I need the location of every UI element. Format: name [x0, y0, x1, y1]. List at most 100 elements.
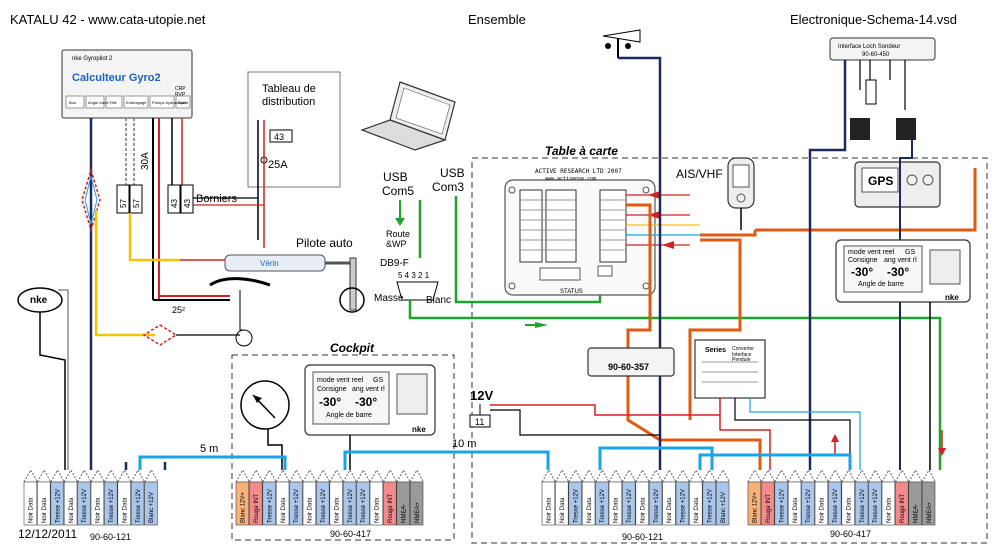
- terminal-lead: [36, 468, 52, 483]
- calculator-crp: CRP: [175, 86, 186, 92]
- interface-line2: 90-60-450: [862, 52, 890, 58]
- terminal-label: Noir Data: [667, 497, 673, 523]
- svg-text:nke: nke: [412, 425, 426, 434]
- terminal-block: [37, 481, 51, 526]
- terminal-lead: [130, 468, 146, 483]
- terminal-block: [675, 481, 690, 526]
- svg-text:Angle barre: Angle barre: [88, 100, 109, 105]
- calculator-harness: [89, 118, 183, 470]
- terminal-label: NMEA-: [913, 504, 919, 523]
- svg-text:GS: GS: [905, 249, 915, 256]
- terminal-label: Rouge INT: [254, 494, 260, 523]
- gps-label: GPS: [868, 174, 893, 188]
- terminal-block: [662, 481, 676, 526]
- borniers-label: Borniers: [196, 193, 237, 205]
- nmea-box-357: [587, 347, 675, 377]
- terminal-block: [774, 481, 788, 526]
- terminal-label: Tresse +12V: [321, 489, 327, 523]
- svg-text:nke: nke: [945, 293, 959, 302]
- terminal-block: [608, 481, 623, 526]
- terminal-block: [595, 481, 609, 526]
- terminal-label: Tresse +12V: [860, 489, 866, 523]
- terminal-lead: [760, 468, 776, 483]
- terminal-lead: [103, 468, 119, 483]
- converter-l3: Pendule: [732, 357, 751, 363]
- usb-left-1: USB: [383, 170, 408, 184]
- terminal-lead: [688, 468, 704, 483]
- terminal-block: [747, 481, 762, 526]
- borniers: 57 57 43 43: [116, 184, 194, 214]
- terminal-label: Tresse +12V: [573, 489, 579, 523]
- terminal-label: Noir Data: [69, 497, 75, 523]
- terminal-label: Noir Data: [96, 497, 102, 523]
- svg-text:Angle de barre: Angle de barre: [326, 412, 372, 419]
- header-left: KATALU 42 - www.cata-utopie.net: [10, 12, 206, 27]
- calculator-brand: nke Gyropilot 2: [72, 56, 113, 62]
- terminal-lead: [328, 468, 345, 483]
- terminal-block: [828, 481, 842, 526]
- terminal-label: Noir Data: [334, 497, 340, 523]
- terminal-label: Tresse +12V: [654, 489, 660, 523]
- header-right: Electronique-Schema-14.vsd: [790, 12, 957, 27]
- svg-text:-30°: -30°: [851, 265, 873, 279]
- terminal-block: [801, 481, 815, 526]
- terminal-label: Noir Data: [308, 497, 314, 523]
- rudder-quadrant: [339, 287, 365, 313]
- interface-box: [829, 37, 936, 61]
- converter-series: Series: [705, 347, 726, 354]
- converter-box: [694, 339, 766, 399]
- route-2: &WP: [386, 239, 407, 249]
- calculator-title: Calculteur Gyro2: [72, 72, 161, 84]
- terminal-lead: [661, 468, 677, 483]
- terminal-label: Rouge INT: [900, 494, 906, 523]
- terminal-lead: [369, 468, 385, 483]
- terminal-block: [541, 481, 556, 526]
- terminal-block: [715, 481, 730, 526]
- terminal-label: Tresse +12V: [681, 489, 687, 523]
- terminal-label: Blanc +12V: [149, 492, 155, 523]
- terminal-label: Blanc 12V+: [241, 492, 247, 523]
- cable-10m: 10 m: [452, 438, 476, 450]
- terminal-label: Tresse +12V: [627, 489, 633, 523]
- terminal-block: [329, 481, 343, 526]
- terminal-block: [356, 481, 370, 526]
- terminal-lead: [143, 468, 159, 483]
- terminal-block: [689, 481, 703, 526]
- terminal-label: Rouge INT: [766, 494, 772, 523]
- terminal-strips: Noir Data Noir Data Tresse +12V Noir Data Tr…: [23, 468, 937, 526]
- terminal-block: [104, 481, 118, 526]
- db9-blanc: Blanc: [426, 295, 451, 306]
- svg-text:Embrayage: Embrayage: [126, 100, 147, 105]
- pilot-section: 25²: [172, 305, 185, 315]
- terminal-label: Tresse +12V: [361, 489, 367, 523]
- bus-label-left: 90-60-121: [90, 532, 131, 542]
- calculator-ports: Bus Angle barre Têlé Embrayage Pompe hyd…: [65, 95, 191, 109]
- terminal-block: [302, 481, 317, 526]
- svg-text:Bus: Bus: [69, 100, 76, 105]
- terminal-label: Noir Data: [793, 497, 799, 523]
- terminal-block: [235, 481, 250, 526]
- terminal-block: [23, 481, 38, 526]
- terminal-label: Noir Data: [820, 497, 826, 523]
- ais-label: AIS/VHF: [676, 167, 723, 181]
- terminal-block: [383, 481, 397, 526]
- terminal-block: [316, 481, 330, 526]
- route-1: Route: [386, 229, 410, 239]
- svg-text:ang vent rl: ang vent rl: [884, 257, 917, 264]
- terminal-lead: [840, 468, 857, 483]
- mux-status: STATUS: [560, 289, 583, 295]
- terminal-lead: [648, 468, 664, 483]
- verin-label: Vérin: [260, 259, 279, 268]
- svg-text:mode vent reel: mode vent reel: [848, 249, 895, 256]
- terminal-lead: [554, 468, 570, 483]
- db9-label: DB9-F: [380, 258, 409, 269]
- terminal-label: Noir Data: [547, 497, 553, 523]
- terminal-lead: [787, 468, 803, 483]
- terminal-lead: [90, 468, 106, 483]
- terminal-block: [622, 481, 636, 526]
- terminal-block: [881, 481, 896, 526]
- cockpit-zone: [231, 354, 455, 541]
- svg-text:Pompe hydraulique: Pompe hydraulique: [152, 100, 187, 105]
- terminal-lead: [342, 468, 358, 483]
